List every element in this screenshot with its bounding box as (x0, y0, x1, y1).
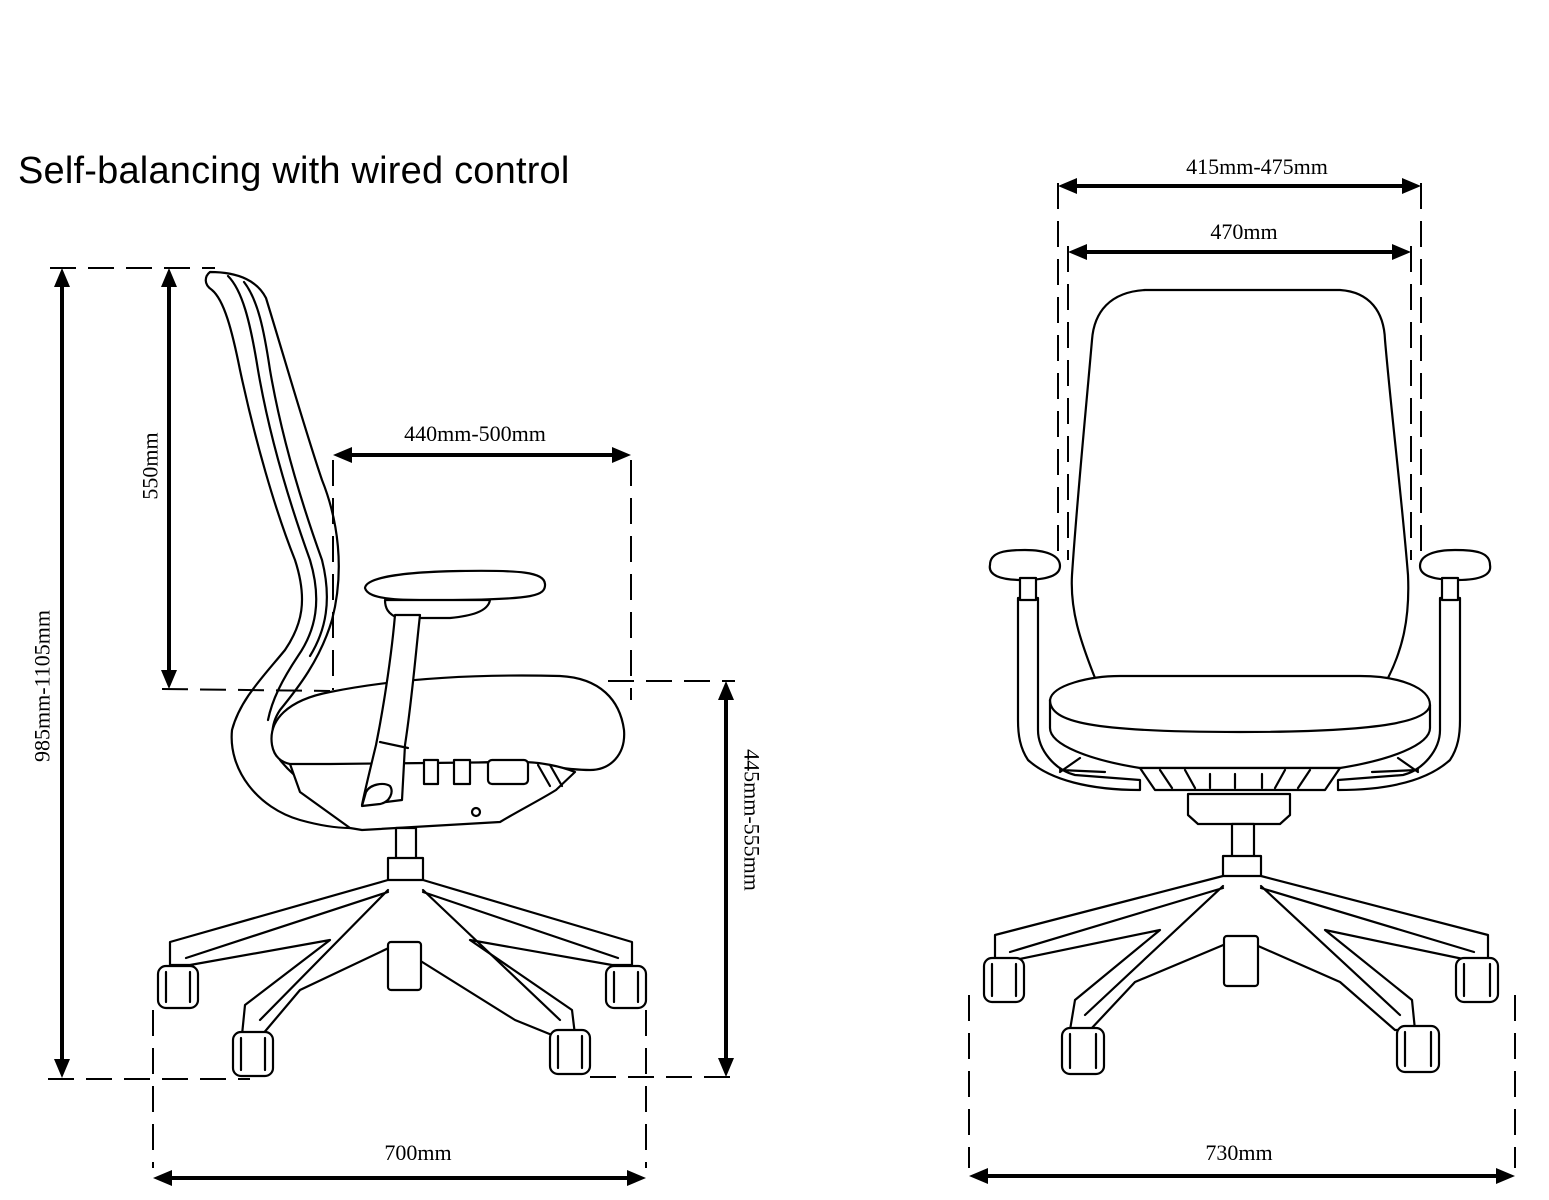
arrowhead (333, 447, 352, 463)
armrest-joint (360, 782, 393, 808)
front-right-arm-support (1336, 596, 1462, 792)
arrowhead (718, 1058, 734, 1077)
seat-height-label: 445mm-555mm (740, 749, 765, 891)
front-seat-hooks (1058, 756, 1420, 774)
side-view-chair (156, 270, 648, 1078)
overall-height-label: 985mm-1105mm (30, 610, 55, 762)
armrest-pad (363, 569, 547, 602)
front-mechanism-housing (1186, 792, 1292, 826)
arrowhead (969, 1168, 988, 1184)
mechanism-ribs (536, 763, 564, 788)
front-seat (1048, 674, 1432, 734)
caster (156, 964, 200, 1010)
front-backrest (1070, 288, 1410, 680)
arrowhead (612, 447, 631, 463)
backrest-frame (204, 270, 352, 830)
arrowhead (1058, 178, 1077, 194)
front-star-base-spokes (1008, 884, 1476, 1017)
arrowhead (54, 1059, 70, 1078)
armrest-support (360, 613, 422, 807)
base-hub (386, 940, 423, 992)
star-base-spokes (184, 888, 620, 1022)
caster (604, 964, 648, 1010)
mechanism-slot (452, 758, 472, 786)
caster (231, 1030, 275, 1078)
backrest-inner-line (242, 280, 328, 658)
seat-width-label: 470mm (1210, 219, 1277, 244)
arrowhead (1496, 1168, 1515, 1184)
caster (548, 1028, 592, 1076)
front-left-arm-joint (1018, 576, 1038, 602)
front-mechanism (1138, 766, 1342, 792)
mechanism-slot (422, 758, 440, 786)
mechanism-slot (486, 758, 530, 786)
backrest-height-label: 550mm (138, 432, 163, 499)
page-title: Self-balancing with wired control (18, 150, 570, 192)
front-base-hub (1222, 934, 1260, 988)
base-width-label: 730mm (1205, 1140, 1272, 1165)
front-left-arm-support (1016, 596, 1142, 792)
front-left-armrest (988, 548, 1062, 582)
arrowhead (54, 268, 70, 287)
gas-lift (394, 826, 418, 862)
seat-cushion (270, 674, 626, 772)
overall-width-label: 415mm-475mm (1186, 154, 1328, 179)
arrowhead (718, 681, 734, 700)
front-gas-lift (1230, 822, 1256, 860)
caster (982, 956, 1026, 1004)
arrowhead (153, 1170, 172, 1186)
extension-line (161, 688, 331, 692)
arrowhead (1402, 178, 1421, 194)
side-dimension-lines (48, 267, 735, 1186)
front-right-arm-joint (1440, 576, 1460, 602)
arrowhead (627, 1170, 646, 1186)
front-right-armrest (1418, 548, 1492, 582)
front-dimension-lines (968, 178, 1516, 1184)
mechanism-knob (470, 806, 482, 818)
arrowhead (1392, 244, 1411, 260)
arrowhead (161, 670, 177, 689)
seat-depth-label: 440mm-500mm (404, 421, 546, 446)
front-view-chair (982, 288, 1500, 1076)
armrest-support-line (378, 740, 410, 750)
backrest-inner-line (226, 274, 318, 722)
front-mechanism-ribs (1158, 768, 1312, 790)
caster (1454, 956, 1500, 1004)
armrest-bracket (383, 598, 492, 620)
caster (1060, 1026, 1106, 1076)
caster (1395, 1024, 1441, 1074)
base-depth-label: 700mm (384, 1140, 451, 1165)
arrowhead (1068, 244, 1087, 260)
arrowhead (161, 268, 177, 287)
